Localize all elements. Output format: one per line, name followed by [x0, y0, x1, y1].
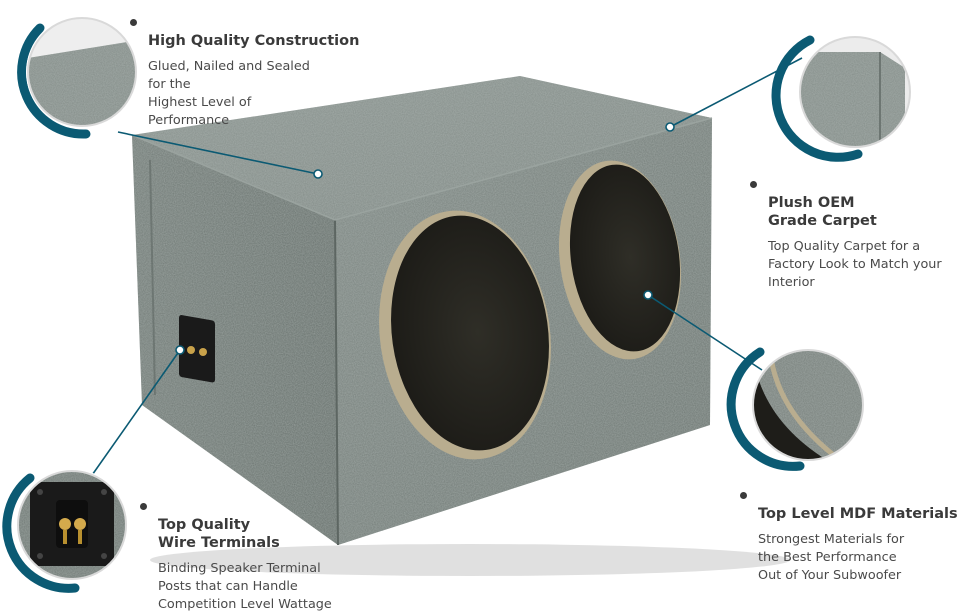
callout-dot-terminals: [175, 345, 185, 355]
callout-line-mdf: [647, 294, 763, 371]
bullet-icon: [130, 19, 137, 26]
callout-dot-mdf: [643, 290, 653, 300]
product-illustration: [2, 16, 912, 593]
callout-lines: [89, 57, 803, 479]
feature-description: Glued, Nailed and Sealed for the Highest…: [148, 59, 310, 128]
feature-title: Top Quality Wire Terminals: [138, 498, 388, 552]
feature-title: Plush OEM Grade Carpet: [748, 176, 968, 230]
zoom-badge-carpet: [771, 35, 912, 162]
zoom-badge-mdf: [726, 347, 865, 471]
feature-mdf: Top Level MDF Materials Strongest Materi…: [738, 487, 968, 585]
callout-dot-carpet: [665, 122, 675, 132]
subwoofer-enclosure: [131, 76, 790, 576]
speaker-cutout-right: [558, 160, 682, 360]
feature-description: Top Quality Carpet for a Factory Look to…: [768, 239, 942, 290]
zoom-badge-terminals: [2, 469, 128, 593]
feature-construction: High Quality Construction Glued, Nailed …: [128, 14, 388, 130]
callout-dot-construction: [313, 169, 323, 179]
feature-title: High Quality Construction: [128, 14, 388, 50]
feature-description: Binding Speaker Terminal Posts that can …: [158, 561, 332, 612]
feature-title: Top Level MDF Materials: [738, 487, 968, 523]
feature-description: Strongest Materials for the Best Perform…: [758, 532, 905, 583]
callout-dots: [175, 122, 675, 355]
feature-terminals: Top Quality Wire Terminals Binding Speak…: [138, 498, 388, 614]
floor-shadow: [150, 544, 790, 576]
callout-line-construction: [117, 131, 319, 175]
terminal-cup: [179, 315, 215, 383]
bullet-icon: [750, 181, 757, 188]
bullet-icon: [740, 492, 747, 499]
feature-carpet: Plush OEM Grade Carpet Top Quality Carpe…: [748, 176, 968, 292]
speaker-cutout-left: [379, 210, 551, 460]
bullet-icon: [140, 503, 147, 510]
callout-line-terminals: [89, 349, 181, 479]
